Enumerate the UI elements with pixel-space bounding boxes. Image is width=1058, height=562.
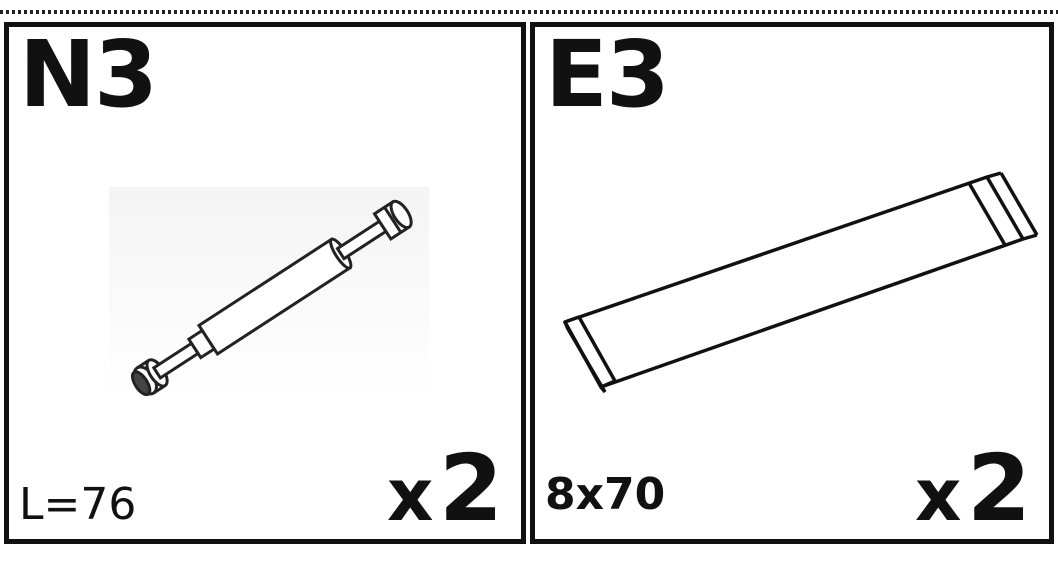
part-dimension: L=76 xyxy=(19,479,137,530)
part-code: E3 xyxy=(545,21,670,128)
quantity-value: 2 xyxy=(966,435,1031,542)
part-dimension: 8x70 xyxy=(545,469,666,520)
quantity-value: 2 xyxy=(438,435,503,542)
part-panel-e3: E3 8x70 x 2 xyxy=(530,22,1054,544)
dowel-pin-icon xyxy=(109,187,429,397)
quantity-prefix: x xyxy=(386,453,434,537)
wooden-dowel-icon xyxy=(563,171,1039,394)
part-quantity: x 2 xyxy=(915,443,1031,535)
part-panel-n3: N3 xyxy=(4,22,526,544)
part-code: N3 xyxy=(19,21,158,128)
dotted-top-border xyxy=(0,10,1058,14)
part-quantity: x 2 xyxy=(387,443,503,535)
quantity-prefix: x xyxy=(914,453,962,537)
